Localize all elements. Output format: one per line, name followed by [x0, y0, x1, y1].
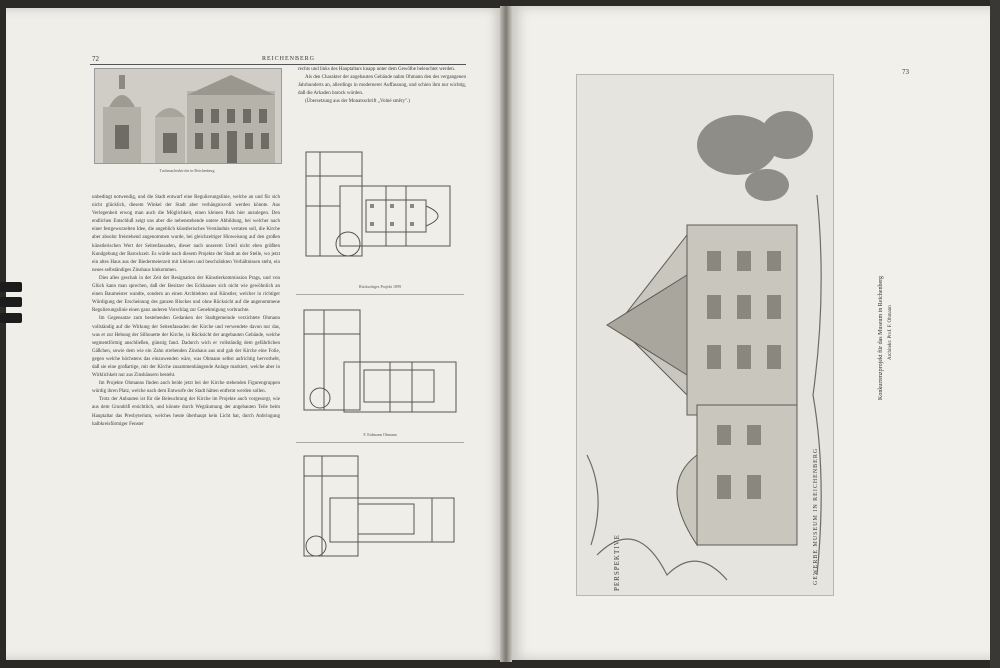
paragraph: Trotz der Anbauten ist für die Beleuchtu…	[92, 397, 280, 427]
paragraph: Dies alles geschah in der Zeit der Resig…	[92, 275, 280, 314]
side-caption: Konkurrenzprojekt für das Museum in Reic…	[878, 275, 884, 400]
floor-plan-drawing	[305, 151, 451, 257]
perspective-drawing	[577, 75, 833, 595]
church-facade-illustration	[95, 69, 281, 163]
floor-plan-1	[300, 146, 460, 278]
paragraph: unbedingt notwendig, und die Stadt entwa…	[92, 195, 280, 273]
floor-plan-2	[300, 306, 460, 422]
plate-title-box: GEWERBE MUSEUM IN REICHENBERG	[813, 445, 827, 585]
side-caption-sub: Architekt: Prof. F. Ohmann	[888, 305, 893, 360]
paragraph: Im Gegensatze zum bestehenden Gedanken d…	[92, 316, 280, 379]
paragraph: Im Projekte Ohmanns finden auch beide je…	[92, 381, 280, 395]
binder-clip-icon	[0, 282, 22, 292]
side-caption-box: Konkurrenzprojekt für das Museum in Reic…	[870, 90, 910, 550]
paragraph: rechts und links des Hauptaltars knapp u…	[298, 67, 456, 72]
plate-lettering: PERSPEKTIVE	[613, 534, 621, 591]
divider	[296, 442, 464, 443]
floor-plan-3	[300, 452, 460, 564]
left-text-column: unbedingt notwendig, und die Stadt entwa…	[92, 194, 280, 568]
paragraph: Als den Charakter der angebauten Gebäude…	[298, 75, 466, 97]
running-head: REICHENBERG	[262, 56, 315, 62]
floor-plan-drawing	[303, 309, 457, 413]
figure-caption: Tuchmacherkirche in Reichenberg	[159, 168, 215, 173]
page-number-left: 72	[92, 55, 99, 63]
plate-title-lettering: GEWERBE MUSEUM IN REICHENBERG	[813, 447, 819, 585]
plan-caption: Rückseitiges Projekt 1899	[359, 284, 401, 289]
right-text-column: rechts und links des Hauptaltars knapp u…	[298, 66, 466, 132]
floor-plan-drawing	[303, 455, 455, 557]
plan-caption: F. Erdmann Ohmann	[363, 432, 397, 437]
book-gutter	[500, 6, 512, 662]
divider	[296, 294, 464, 295]
binder-clip-icon	[0, 297, 22, 307]
binder-clip-icon	[0, 313, 22, 323]
page-edge	[990, 0, 1000, 668]
header-rule	[90, 64, 466, 65]
plate-lettering-box: PERSPEKTIVE	[613, 515, 627, 595]
page-number-right: 73	[902, 68, 909, 76]
church-facade-image	[94, 68, 282, 164]
museum-perspective-plate: PERSPEKTIVE GEWERBE MUSEUM IN REICHENBER…	[576, 74, 834, 596]
paragraph: (Übersetzung aus der Monatsschrift „Voln…	[305, 99, 410, 105]
